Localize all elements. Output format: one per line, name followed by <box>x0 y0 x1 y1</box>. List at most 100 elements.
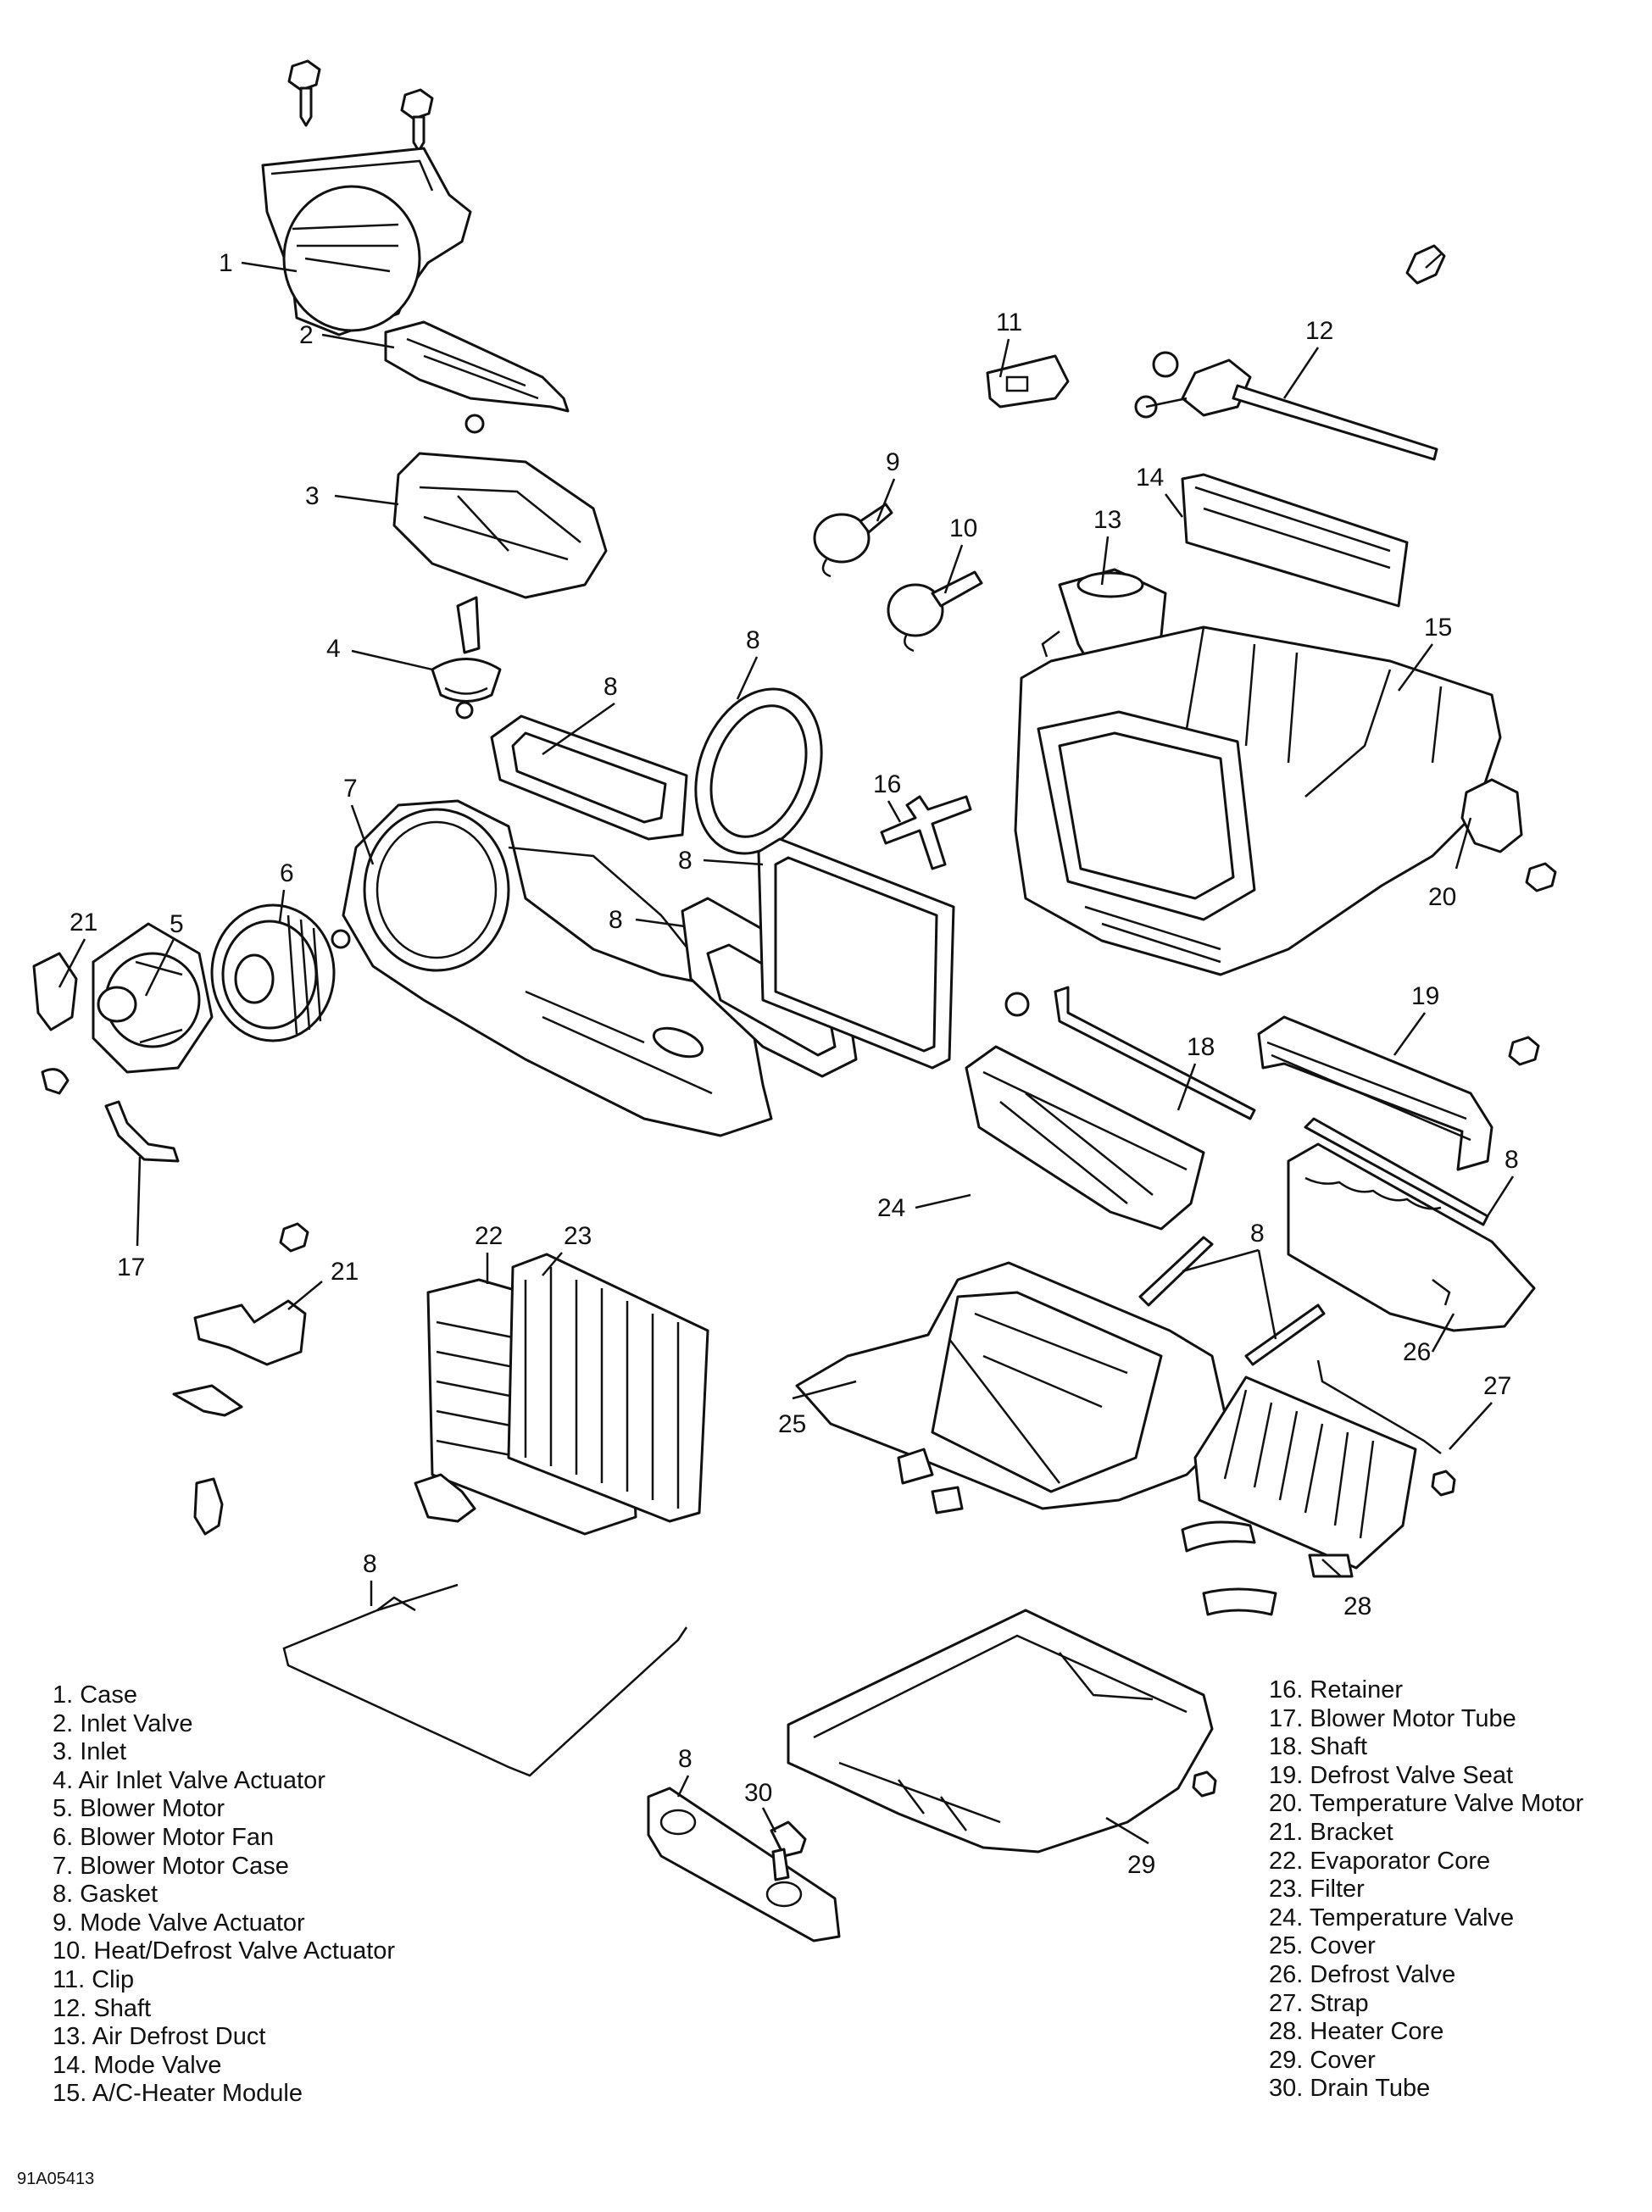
heat-defrost-valve-actuator <box>887 570 983 653</box>
legend-item: 24. Temperature Valve <box>1269 1904 1515 1931</box>
callout-23: 23 <box>564 1222 592 1250</box>
callout-13: 13 <box>1093 506 1121 534</box>
gasket-short-strips <box>1138 1236 1326 1366</box>
callout-21-lower: 21 <box>331 1258 359 1286</box>
callout-12: 12 <box>1305 317 1333 345</box>
gasket-upper-rect <box>490 714 688 841</box>
bottom-cover <box>787 1609 1217 1854</box>
callout-8-gasket-ring: 8 <box>746 626 760 654</box>
callout-6: 6 <box>280 859 294 887</box>
legend-item: 22. Evaporator Core <box>1269 1847 1491 1875</box>
callout-17: 17 <box>117 1253 145 1281</box>
filter <box>507 1253 709 1523</box>
callout-11: 11 <box>996 308 1022 336</box>
callout-27: 27 <box>1483 1372 1511 1400</box>
legend-item: 10. Heat/Defrost Valve Actuator <box>53 1937 396 1965</box>
legend-item: 4. Air Inlet Valve Actuator <box>53 1766 325 1794</box>
lower-module-cover <box>795 1261 1231 1514</box>
gasket-large-rect <box>757 837 955 1070</box>
defrost-valve <box>1287 1142 1536 1332</box>
case <box>261 147 472 336</box>
temperature-valve <box>965 1045 1205 1231</box>
legend-item: 25. Cover <box>1269 1932 1376 1960</box>
blower-motor <box>92 922 214 1074</box>
callout-16: 16 <box>873 770 901 798</box>
legend-item: 11. Clip <box>53 1965 135 1993</box>
callout-8-gasket-wire: 8 <box>363 1550 377 1578</box>
legend-item: 20. Temperature Valve Motor <box>1269 1790 1584 1818</box>
callout-8-gasket-short: 8 <box>1250 1220 1265 1248</box>
legend-item: 7. Blower Motor Case <box>53 1852 289 1880</box>
legend-item: 21. Bracket <box>1269 1818 1393 1846</box>
callout-3: 3 <box>305 482 320 510</box>
callout-labels: 1 2 3 4 5 6 7 8 8 8 8 8 8 8 8 9 10 11 12… <box>70 249 1519 1879</box>
callout-20: 20 <box>1428 883 1456 911</box>
legend-item: 29. Cover <box>1269 2046 1376 2074</box>
callout-8-gasket-bracket: 8 <box>678 1745 693 1773</box>
figure-code: 91A05413 <box>17 2170 95 2188</box>
screw-top-right <box>1405 244 1446 285</box>
callout-26: 26 <box>1403 1338 1431 1366</box>
callout-18: 18 <box>1187 1033 1215 1061</box>
legend-item: 8. Gasket <box>53 1881 159 1909</box>
mode-valve <box>1181 473 1409 608</box>
legend-item: 6. Blower Motor Fan <box>53 1823 275 1851</box>
callout-25: 25 <box>778 1410 806 1438</box>
legend-item: 5. Blower Motor <box>53 1795 225 1823</box>
callout-1: 1 <box>219 249 233 277</box>
callout-10: 10 <box>949 514 977 542</box>
legend-item: 18. Shaft <box>1269 1733 1368 1761</box>
callout-30: 30 <box>744 1779 772 1807</box>
air-inlet-valve-actuator <box>431 596 502 720</box>
legend-item: 12. Shaft <box>53 1994 152 2022</box>
inlet-valve <box>384 320 570 434</box>
mode-valve-actuator <box>813 503 893 578</box>
drain-tube <box>770 1820 807 1881</box>
shaft-upper <box>1134 351 1438 461</box>
callout-28: 28 <box>1343 1592 1371 1620</box>
screw-top-center <box>400 88 434 153</box>
blower-motor-case <box>331 799 773 1137</box>
callout-2: 2 <box>299 321 314 349</box>
parts-legend-right: 16. Retainer 17. Blower Motor Tube 18. S… <box>1269 1676 1583 2104</box>
callout-4: 4 <box>326 635 341 663</box>
callout-22: 22 <box>475 1222 503 1250</box>
legend-item: 28. Heater Core <box>1269 2018 1444 2046</box>
callout-5: 5 <box>170 910 184 938</box>
defrost-valve-seat <box>1257 1015 1540 1171</box>
retainer <box>880 795 972 870</box>
legend-item: 23. Filter <box>1269 1876 1365 1904</box>
legend-item: 14. Mode Valve <box>53 2051 222 2079</box>
gasket-lower-wire <box>282 1583 688 1777</box>
blower-motor-tube <box>104 1100 180 1163</box>
legend-item: 9. Mode Valve Actuator <box>53 1909 305 1937</box>
clip <box>986 354 1070 408</box>
callout-7: 7 <box>343 775 358 803</box>
legend-item: 26. Defrost Valve <box>1269 1960 1456 1988</box>
callout-29: 29 <box>1127 1851 1155 1879</box>
legend-item: 3. Inlet <box>53 1738 127 1766</box>
shaft-lower <box>1004 986 1256 1120</box>
callout-14: 14 <box>1136 464 1164 492</box>
bracket-lower <box>172 1222 309 1536</box>
callout-8-gasket-rect: 8 <box>678 847 693 875</box>
leader-lines <box>58 261 1515 1845</box>
legend-item: 1. Case <box>53 1681 137 1709</box>
callout-15: 15 <box>1424 614 1452 642</box>
callout-8-gasket-strip: 8 <box>1505 1146 1519 1174</box>
parts-legend-left: 1. Case 2. Inlet Valve 3. Inlet 4. Air I… <box>53 1681 395 2109</box>
inlet <box>392 452 608 599</box>
strap <box>1316 1359 1456 1497</box>
gasket-ring <box>694 687 823 855</box>
temperature-valve-motor <box>1460 778 1557 892</box>
callout-9: 9 <box>886 448 900 476</box>
legend-item: 27. Strap <box>1269 1989 1369 2017</box>
gasket-bottom-bracket <box>647 1787 841 1942</box>
legend-item: 19. Defrost Valve Seat <box>1269 1761 1514 1789</box>
callout-8-gasket-upper: 8 <box>604 673 618 701</box>
blower-motor-fan <box>210 903 336 1042</box>
callout-24: 24 <box>877 1194 905 1222</box>
legend-item: 16. Retainer <box>1269 1676 1403 1703</box>
bracket-left <box>32 952 78 1095</box>
